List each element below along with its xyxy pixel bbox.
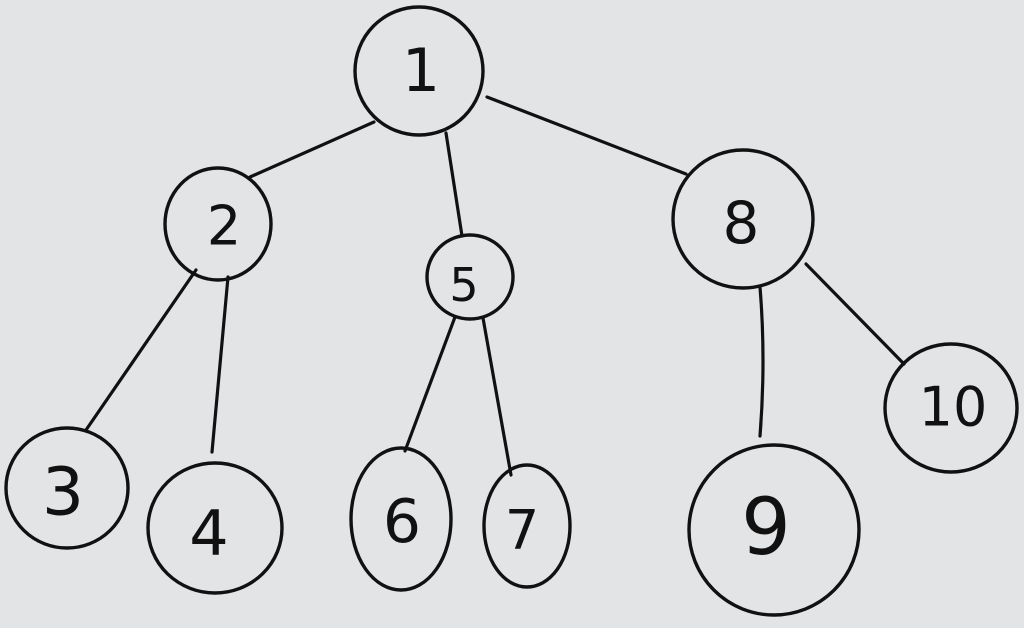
- node-1-circle: [353, 5, 485, 137]
- node-8-circle: [671, 148, 815, 290]
- node-2-circle: [163, 166, 273, 282]
- node-8-label: 8: [723, 189, 760, 257]
- edge-2-3: [84, 268, 198, 432]
- tree-node-6: 6: [349, 446, 453, 592]
- tree-node-5: 5: [425, 233, 515, 321]
- tree-node-1: 1: [353, 5, 485, 137]
- edge-1-8: [485, 95, 688, 176]
- node-3-label: 3: [42, 454, 84, 531]
- edge-5-6: [403, 315, 457, 453]
- edge-5-7: [481, 316, 513, 477]
- edges-layer: [84, 95, 906, 477]
- tree-node-7: 7: [482, 463, 572, 589]
- node-4-label: 4: [189, 497, 228, 570]
- tree-node-10: 10: [883, 342, 1019, 474]
- tree-node-3: 3: [4, 426, 130, 550]
- node-10-label: 10: [919, 376, 988, 439]
- node-5-label: 5: [449, 258, 478, 312]
- node-6-label: 6: [383, 487, 421, 557]
- tree-node-8: 8: [671, 148, 815, 290]
- node-5-circle: [425, 233, 515, 321]
- tree-node-9: 9: [687, 443, 861, 617]
- node-2-label: 2: [207, 195, 241, 258]
- node-10-circle: [883, 342, 1019, 474]
- node-4-circle: [146, 461, 284, 595]
- node-6-circle: [349, 446, 453, 592]
- tree-node-2: 2: [163, 166, 273, 282]
- edge-2-4: [210, 275, 230, 454]
- tree-node-4: 4: [146, 461, 284, 595]
- edge-8-9: [758, 285, 765, 438]
- edge-8-10: [804, 262, 906, 366]
- node-9-circle: [687, 443, 861, 617]
- nodes-layer: 1 2 5 8 3 4 6 7: [4, 5, 1019, 617]
- node-7-circle: [482, 463, 572, 589]
- node-7-label: 7: [505, 499, 539, 562]
- edge-1-5: [444, 131, 464, 238]
- node-9-label: 9: [741, 483, 791, 573]
- node-3-circle: [4, 426, 130, 550]
- edge-1-2: [248, 120, 376, 179]
- node-1-label: 1: [402, 36, 440, 106]
